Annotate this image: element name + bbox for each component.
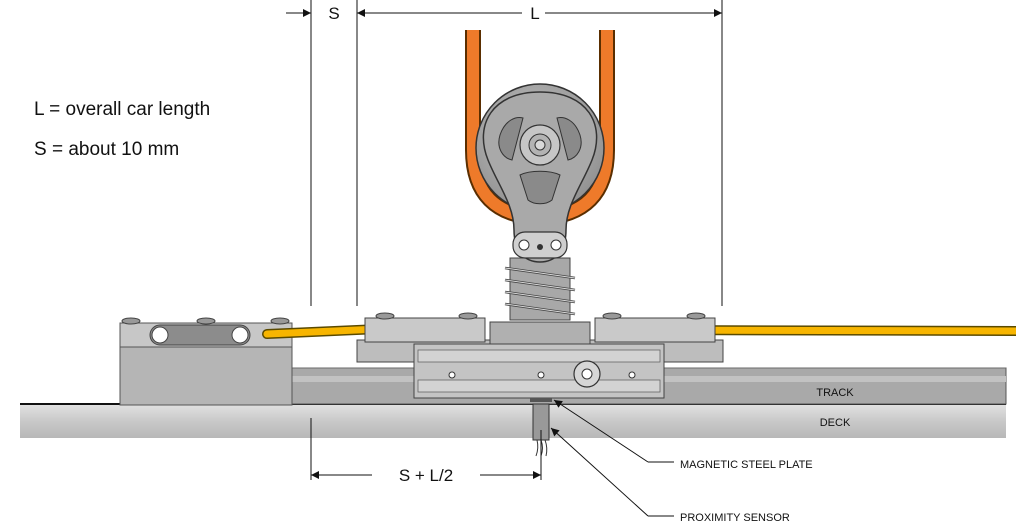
- deck: [20, 403, 1006, 438]
- dimension-lines: [286, 0, 723, 480]
- deck-label: DECK: [820, 417, 851, 429]
- dimension-s-label: S: [328, 4, 339, 23]
- spacing-definition: S = about 10 mm: [34, 139, 179, 160]
- block-cheek: [482, 91, 598, 263]
- plate-leader: [553, 399, 649, 463]
- length-definition: L = overall car length: [34, 99, 210, 120]
- sensor-offset-label: S + L/2: [399, 466, 453, 485]
- sensor-leader: [550, 427, 649, 517]
- dimension-l-label: L: [530, 4, 539, 23]
- traveler-car: [356, 312, 724, 399]
- magnetic-steel-plate: [530, 398, 552, 402]
- spring: [504, 257, 576, 321]
- sensor-label: PROXIMITY SENSOR: [680, 512, 790, 524]
- plate-label: MAGNETIC STEEL PLATE: [680, 459, 813, 471]
- track-label: TRACK: [816, 387, 854, 399]
